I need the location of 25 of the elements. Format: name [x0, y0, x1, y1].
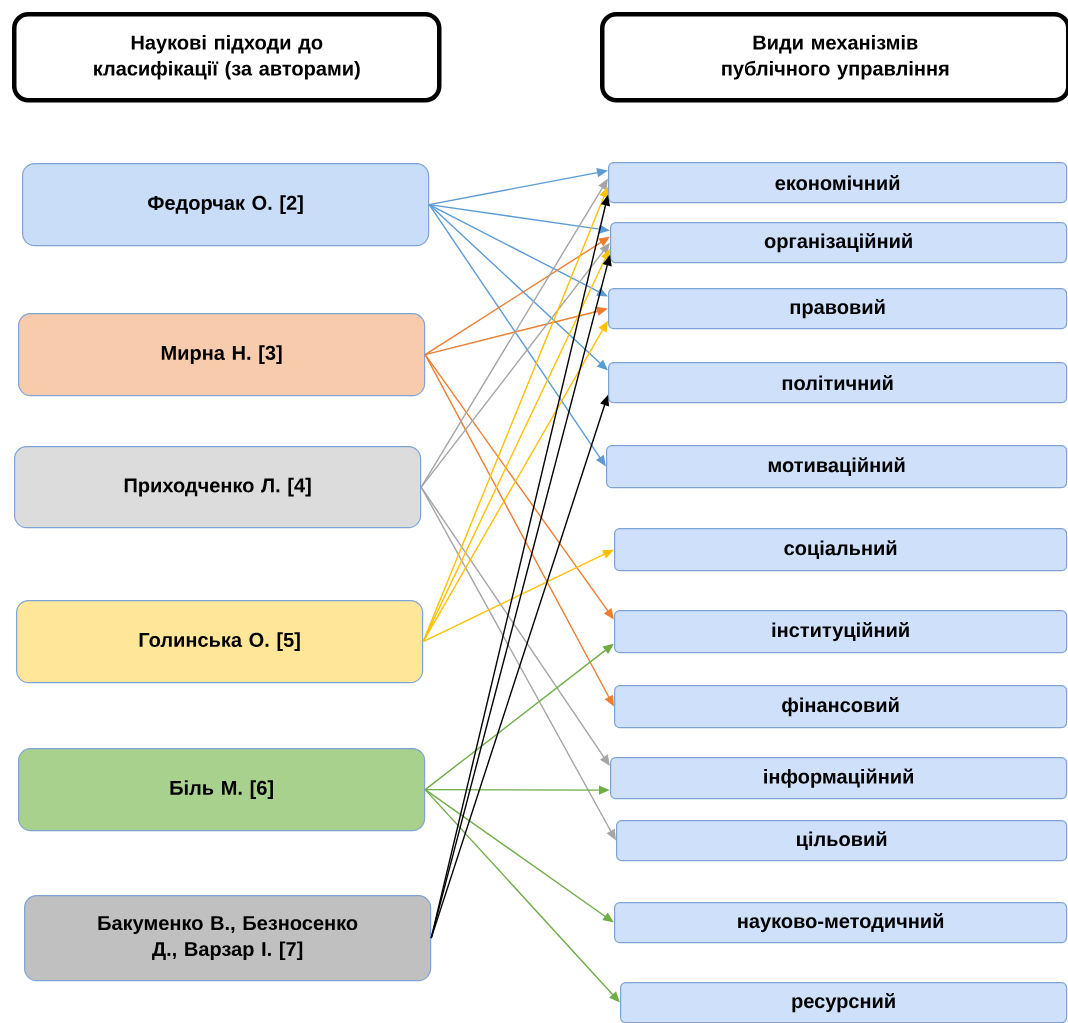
arrow — [428, 203, 608, 371]
author-box: Бакуменко В., Безносенко Д., Варзар І. [7] — [24, 895, 432, 982]
mechanism-box: ресурсний — [620, 982, 1068, 1023]
arrow — [424, 788, 614, 923]
mechanism-box: інституційний — [614, 610, 1068, 654]
mechanism-box: інформаційний — [610, 757, 1068, 800]
header-box: Види механізмів публічного управління — [600, 12, 1068, 103]
author-box: Приходченко Л. [4] — [14, 446, 422, 529]
author-box: Федорчак О. [2] — [22, 163, 430, 247]
mechanism-box: фінансовий — [614, 685, 1068, 729]
mechanism-box: економічний — [608, 162, 1068, 204]
mechanism-box: організаційний — [610, 222, 1068, 264]
author-box: Біль М. [6] — [18, 748, 426, 832]
mechanism-box: політичний — [608, 362, 1068, 404]
header-box: Наукові підходи до класифікації (за авторами) — [12, 12, 442, 103]
arrow — [422, 549, 614, 643]
author-box: Мирна Н. [3] — [18, 313, 426, 397]
mechanism-box: цільовий — [616, 820, 1068, 862]
mechanism-box: правовий — [608, 288, 1068, 330]
mechanism-box: соціальний — [614, 528, 1068, 572]
author-box: Голинська О. [5] — [16, 600, 424, 684]
mechanism-box: мотиваційний — [606, 445, 1068, 489]
arrow — [424, 236, 610, 356]
arrow — [428, 203, 608, 297]
mechanism-box: науково-методичний — [614, 902, 1068, 944]
